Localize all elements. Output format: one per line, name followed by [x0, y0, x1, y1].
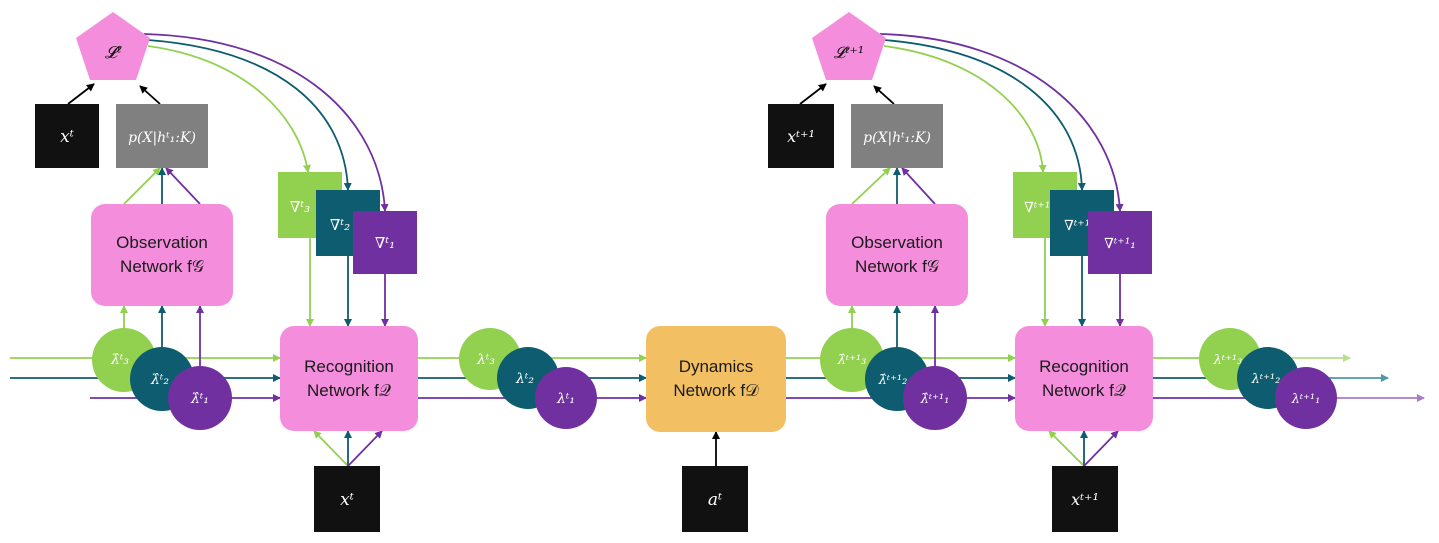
- recognition-network-line1-t1: Recognition: [1039, 357, 1129, 376]
- posterior-lambda-1-t: [535, 367, 597, 429]
- dynamics: Dynamics Network f𝒟 aᵗ: [646, 326, 786, 532]
- dynamics-network: [646, 326, 786, 432]
- prior-lambda-1-label-t: λ̂ᵗ₁: [190, 391, 209, 407]
- prior-lambda-1-t: [168, 366, 232, 430]
- gradient-1-box-t: [353, 211, 417, 274]
- likelihood-box-t1: [851, 104, 943, 168]
- observation-x-box-t: [35, 104, 99, 168]
- posterior-lambda-3-label-t: λᵗ₃: [476, 352, 495, 368]
- gradient-3-label-t: ∇ᵗ₃: [290, 198, 310, 216]
- likelihood-label-t: p(X|hᵗ₁:K): [128, 130, 196, 146]
- observation-network-line2-t: Network f𝒢: [120, 257, 204, 276]
- loss-pentagon-t1: [812, 12, 886, 80]
- input-x-label-t1: xᵗ⁺¹: [1071, 490, 1099, 509]
- action-label: aᵗ: [708, 490, 723, 510]
- timestep-t: 𝓛ᵗ xᵗ p(X|hᵗ₁:K) Observation Network f𝒢 …: [35, 12, 597, 532]
- recognition-network-t1: [1015, 326, 1153, 431]
- observation-network-line1-t: Observation: [116, 233, 208, 252]
- observation-network-line1-t1: Observation: [851, 233, 943, 252]
- dynamics-network-line1: Dynamics: [679, 357, 754, 376]
- likelihood-label-t1: p(X|hᵗ₁:K): [863, 130, 931, 146]
- gradient-1-label-t1: ∇ᵗ⁺¹₁: [1104, 236, 1136, 252]
- posterior-lambda-1-label-t: λᵗ₁: [556, 391, 575, 407]
- loss-label-t1: 𝓛ᵗ⁺¹: [834, 43, 864, 62]
- recognition-network-line1-t: Recognition: [304, 357, 394, 376]
- dynamics-network-line2: Network f𝒟: [673, 381, 759, 400]
- recognition-network-line2-t: Network f𝒬: [307, 381, 391, 400]
- input-x-box-t: [314, 466, 380, 532]
- loss-label-t: 𝓛ᵗ: [105, 43, 122, 63]
- observation-network-line2-t1: Network f𝒢: [855, 257, 939, 276]
- input-x-box-t1: [1052, 466, 1118, 532]
- prior-lambda-2-label-t: λ̂ᵗ₂: [150, 372, 169, 388]
- recognition-network-t: [280, 326, 418, 431]
- observation-x-box-t1: [768, 104, 834, 168]
- observation-network-t: [91, 204, 233, 306]
- observation-x-label-t: xᵗ: [60, 127, 75, 147]
- prior-lambda-1-label-t1: λ̂ᵗ⁺¹₁: [920, 392, 950, 407]
- input-x-label-t: xᵗ: [340, 490, 355, 510]
- prior-lambda-2-label-t1: λ̂ᵗ⁺¹₂: [878, 373, 908, 388]
- prior-lambda-1-t1: [903, 366, 967, 430]
- gradient-2-label-t: ∇ᵗ₂: [330, 216, 350, 234]
- recognition-network-line2-t1: Network f𝒬: [1042, 381, 1126, 400]
- connectors-t1: [799, 33, 1124, 467]
- action-box: [682, 466, 748, 532]
- posterior-lambda-3-label-t1: λᵗ⁺¹₃: [1213, 353, 1243, 368]
- observation-x-label-t1: xᵗ⁺¹: [787, 127, 815, 146]
- observation-network-t1: [826, 204, 968, 306]
- loss-pentagon-t: [76, 12, 150, 80]
- posterior-lambda-2-label-t: λᵗ₂: [515, 371, 534, 387]
- gradient-1-label-t: ∇ᵗ₁: [375, 234, 395, 252]
- likelihood-box-t: [116, 104, 208, 168]
- posterior-lambda-2-label-t1: λᵗ⁺¹₂: [1251, 372, 1281, 387]
- posterior-lambda-1-label-t1: λᵗ⁺¹₁: [1291, 392, 1321, 407]
- prior-lambda-3-label-t: λ̂ᵗ₃: [110, 352, 129, 368]
- posterior-lambda-1-t1: [1275, 367, 1337, 429]
- prior-lambda-3-label-t1: λ̂ᵗ⁺¹₃: [837, 353, 867, 368]
- gradient-3-label-t1: ∇ᵗ⁺¹₃: [1024, 200, 1056, 216]
- gradient-1-box-t1: [1088, 211, 1152, 274]
- timestep-t1: 𝓛ᵗ⁺¹ xᵗ⁺¹ p(X|hᵗ₁:K) Observation Network…: [768, 12, 1337, 532]
